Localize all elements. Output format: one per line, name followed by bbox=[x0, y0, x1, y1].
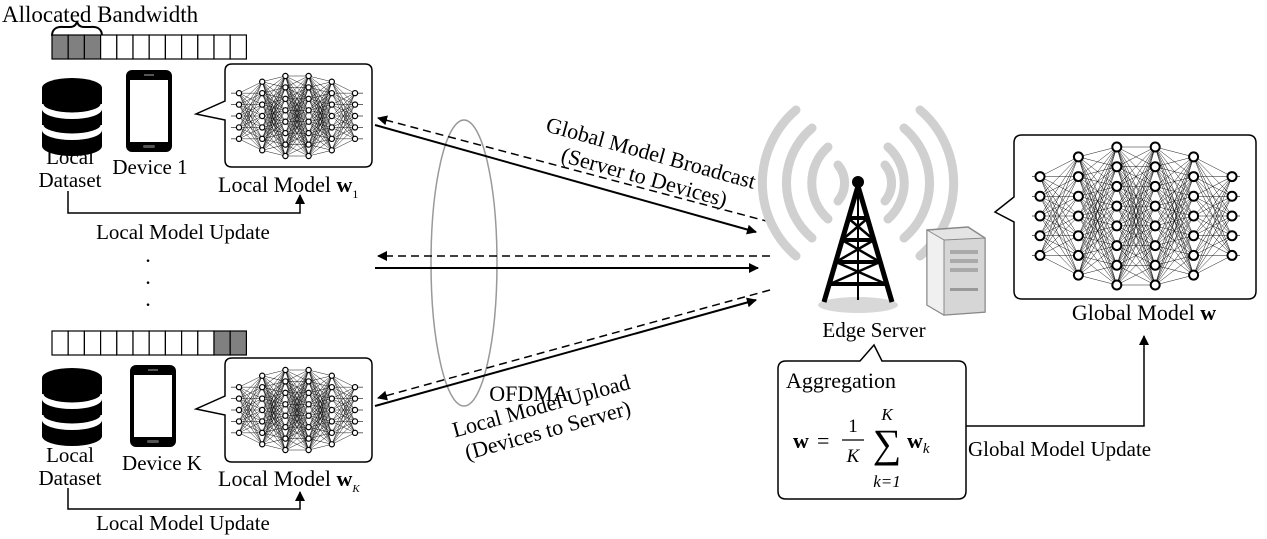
local-update-arrow-1 bbox=[67, 191, 305, 214]
formula-numerator: 1 bbox=[848, 416, 858, 437]
ellipsis-dot-2: · bbox=[144, 270, 151, 295]
signal-waves-icon bbox=[757, 105, 959, 261]
smartphone-icon bbox=[130, 365, 176, 447]
formula-sum: ∑ bbox=[873, 421, 902, 466]
upload-arrow-device-1 bbox=[374, 124, 757, 235]
upload-arrow-device-k bbox=[374, 297, 757, 407]
device-k-dataset-label-line2: Dataset bbox=[39, 466, 102, 490]
device-1-update-label: Local Model Update bbox=[96, 220, 270, 244]
device-k-label: Device K bbox=[122, 451, 202, 475]
bandwidth-bar-device-k bbox=[51, 330, 247, 356]
bandwidth-cell bbox=[132, 330, 150, 356]
neural-network-icon bbox=[1032, 141, 1240, 291]
bandwidth-cell bbox=[67, 34, 85, 60]
bandwidth-cell bbox=[132, 34, 150, 60]
bandwidth-brace bbox=[51, 20, 103, 37]
bandwidth-cell bbox=[181, 34, 199, 60]
bandwidth-title: Allocated Bandwidth bbox=[2, 2, 199, 27]
neural-network-icon bbox=[231, 72, 363, 160]
aggregation-title: Aggregation bbox=[786, 368, 896, 393]
formula-equals: = bbox=[817, 428, 829, 453]
bandwidth-cell bbox=[213, 330, 231, 356]
bandwidth-bar-device-1 bbox=[51, 34, 247, 60]
formula-lower: k=1 bbox=[873, 472, 901, 491]
aggregation-formula: w = 1 K K ∑ k=1 wk bbox=[793, 405, 930, 491]
bandwidth-cell bbox=[83, 34, 102, 60]
bandwidth-cell bbox=[99, 330, 118, 356]
bandwidth-cell bbox=[229, 34, 247, 60]
bandwidth-cell bbox=[229, 330, 247, 356]
formula-term: wk bbox=[907, 428, 930, 457]
bandwidth-cell bbox=[181, 330, 199, 356]
formula-lhs: w bbox=[793, 428, 809, 453]
bandwidth-cell bbox=[197, 330, 215, 356]
bandwidth-cell bbox=[213, 34, 231, 60]
device-1-label: Device 1 bbox=[112, 155, 187, 179]
database-icon bbox=[40, 78, 104, 156]
formula-denominator: K bbox=[846, 446, 861, 467]
antenna-tower-icon bbox=[818, 176, 898, 313]
bandwidth-cell bbox=[51, 330, 69, 356]
bandwidth-cell bbox=[164, 330, 183, 356]
bandwidth-cell bbox=[164, 34, 183, 60]
device-k-model-label: Local Model wK bbox=[218, 466, 360, 495]
broadcast-arrow-device-k bbox=[377, 289, 771, 401]
global-update-label: Global Model Update bbox=[968, 437, 1151, 461]
device-1-dataset-label-line2: Dataset bbox=[39, 168, 102, 192]
formula-upper: K bbox=[880, 405, 894, 424]
bandwidth-cell bbox=[197, 34, 215, 60]
bandwidth-cell bbox=[51, 34, 69, 60]
bandwidth-cell bbox=[67, 330, 85, 356]
ofdma-ellipse bbox=[430, 119, 498, 407]
server-computer-icon bbox=[926, 226, 986, 316]
aggregation-callout bbox=[777, 343, 967, 500]
smartphone-icon bbox=[126, 70, 172, 152]
bandwidth-cell bbox=[99, 34, 118, 60]
bandwidth-cell bbox=[116, 34, 134, 60]
device-1-model-label: Local Model w1 bbox=[218, 172, 358, 201]
bandwidth-cell bbox=[116, 330, 134, 356]
ofdma-label: OFDMA bbox=[489, 381, 569, 406]
global-model-label: Global Model w bbox=[1072, 300, 1216, 325]
database-icon bbox=[40, 368, 104, 446]
device-k-update-label: Local Model Update bbox=[96, 511, 270, 535]
edge-server-label: Edge Server bbox=[822, 318, 925, 342]
broadcast-arrow-device-1 bbox=[377, 115, 771, 223]
bandwidth-cell bbox=[148, 34, 166, 60]
bandwidth-cell bbox=[83, 330, 102, 356]
global-update-arrow bbox=[966, 335, 1149, 427]
neural-network-icon bbox=[231, 366, 363, 454]
local-update-arrow-k bbox=[67, 488, 305, 510]
bandwidth-cell bbox=[148, 330, 166, 356]
ellipsis-dot-1: · bbox=[144, 248, 151, 273]
ellipsis-dot-3: · bbox=[144, 292, 151, 317]
device-k-dataset-label-line1: Local bbox=[46, 443, 94, 467]
device-1-dataset-label-line1: Local bbox=[46, 145, 94, 169]
